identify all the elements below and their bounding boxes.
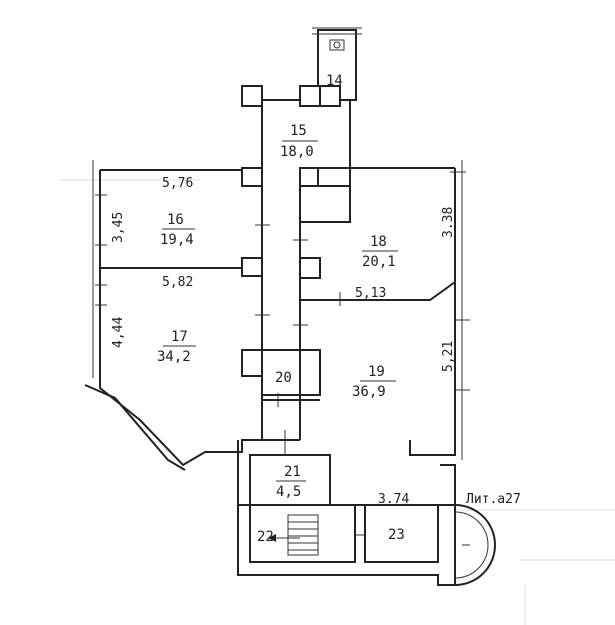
room-17-walls (84, 349, 300, 471)
room-19-number: 19 (368, 364, 385, 380)
room-22-number: 22 (257, 529, 274, 545)
room-16-number: 16 (167, 212, 184, 228)
room-18-number: 18 (370, 234, 387, 250)
room-17-area: 34,2 (157, 349, 191, 365)
dim-5-76: 5,76 (162, 176, 193, 191)
room-17-number: 17 (171, 329, 188, 345)
room-16-walls (92, 160, 263, 378)
room-23-number: 23 (388, 527, 405, 543)
door-marks (255, 224, 341, 407)
room-18-area: 20,1 (362, 254, 396, 270)
room-16-area: 19,4 (160, 232, 194, 248)
room-19-area: 36,9 (352, 384, 386, 400)
dim-5-21: 5,21 (441, 341, 456, 372)
dim-3-38: 3.38 (441, 207, 456, 238)
dim-3-74: 3.74 (378, 492, 409, 507)
room-21-area: 4,5 (276, 484, 301, 500)
dim-5-13: 5,13 (355, 286, 386, 301)
room-18-walls (299, 160, 466, 301)
room-14-number: 14 (326, 73, 343, 89)
room-19-walls (299, 282, 470, 460)
room-20-number: 20 (275, 370, 292, 386)
room-15-number: 15 (290, 123, 307, 139)
dim-5-82: 5,82 (162, 275, 193, 290)
scan-artifacts (60, 179, 615, 625)
dim-4-44: 4,44 (111, 317, 126, 348)
bay-a27 (454, 504, 496, 586)
building-caption: Лит.а27 (466, 492, 521, 507)
room-20-walls (261, 349, 321, 401)
rooms-22-23-walls (237, 464, 456, 586)
dim-3-45: 3,45 (111, 212, 126, 243)
room-15-area: 18,0 (280, 144, 314, 160)
room-21-number: 21 (284, 464, 301, 480)
